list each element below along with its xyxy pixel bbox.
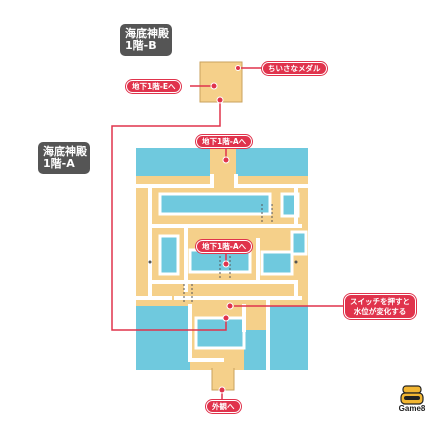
area-tag-floor-b-line1: 海底神殿 <box>125 27 169 40</box>
game8-logo-text: Game8 <box>398 404 426 413</box>
label-to-b1-a-mid: 地下1階-Aへ <box>196 240 253 253</box>
route-b-to-a <box>111 100 227 331</box>
pool-lower <box>194 316 246 350</box>
pool-far-right <box>290 230 308 256</box>
label-switch-note: スイッチを押すと 水位が変化する <box>344 294 416 319</box>
water-top-right <box>236 148 308 176</box>
label-switch-note-line1: スイッチを押すと <box>350 297 410 306</box>
label-to-b1-a-top: 地下1階-Aへ <box>196 135 253 148</box>
water-right <box>266 306 308 370</box>
game8-mascot-icon <box>400 385 424 405</box>
floor-a-map <box>134 148 310 372</box>
pool-mid-right <box>260 250 294 276</box>
area-tag-floor-a-line1: 海底神殿 <box>43 145 87 158</box>
area-tag-floor-b-line2: 1階-B <box>125 39 157 52</box>
label-to-b1-e: 地下1階-Eへ <box>126 80 182 93</box>
game8-logo: Game8 <box>389 384 435 418</box>
area-tag-floor-b: 海底神殿 1階-B <box>120 24 172 56</box>
water-bottom-right <box>244 330 268 370</box>
water-top-left <box>136 148 210 176</box>
area-tag-floor-a-line2: 1階-A <box>43 157 75 170</box>
floor-b-room <box>199 61 243 103</box>
area-tag-floor-a: 海底神殿 1階-A <box>38 142 90 174</box>
label-small-medal: ちいさなメダル <box>262 62 327 75</box>
pool-left-tall <box>158 234 180 276</box>
water-left <box>136 306 190 370</box>
pool-upper-long <box>158 192 272 216</box>
exit-corridor <box>212 368 234 390</box>
label-switch-note-line2: 水位が変化する <box>353 306 407 316</box>
label-to-outside: 外観へ <box>206 400 241 413</box>
